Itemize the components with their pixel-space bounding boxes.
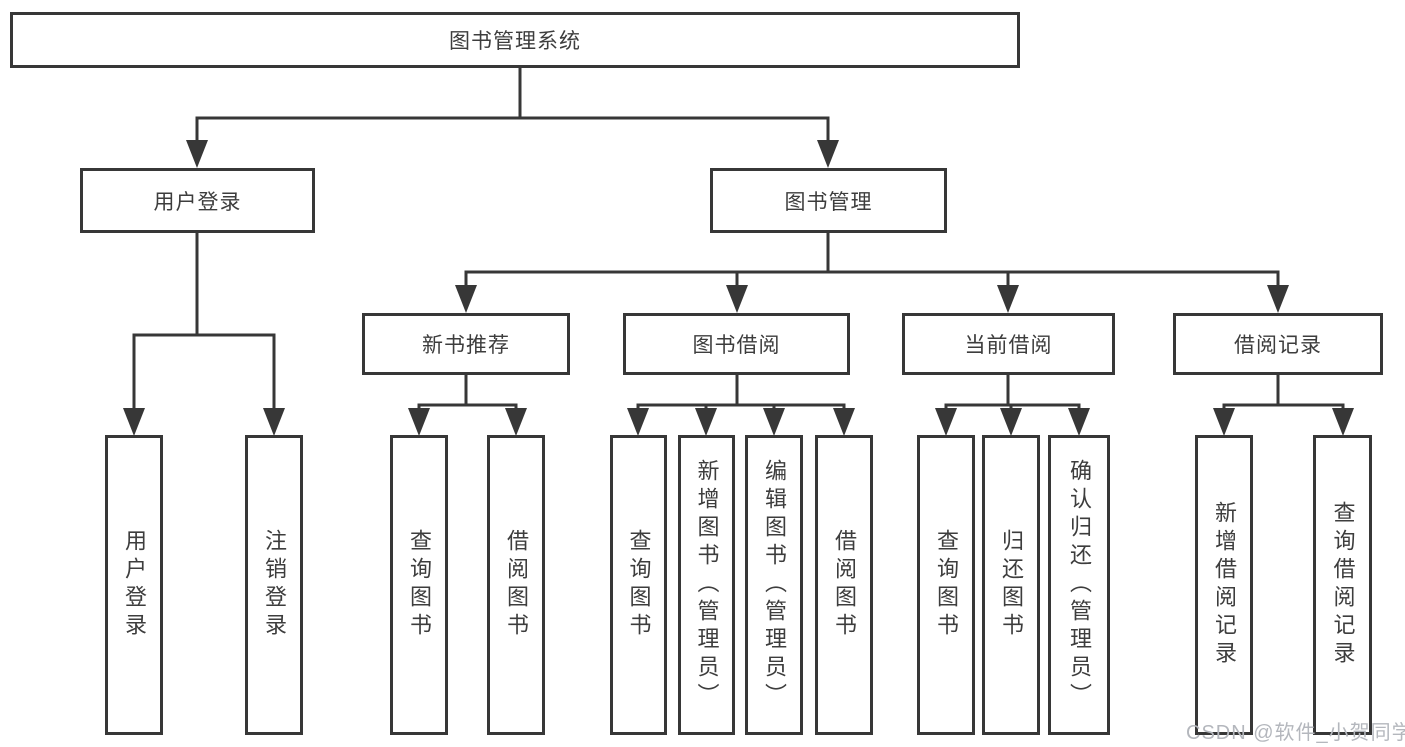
node-label: 编辑图书（管理员） [762, 459, 787, 711]
node-borrowing-records: 借阅记录 [1173, 313, 1383, 375]
leaf-query-borrow-record: 查询借阅记录 [1313, 435, 1372, 735]
leaf-query-books-2: 查询图书 [610, 435, 667, 735]
node-label: 借阅记录 [1234, 334, 1322, 357]
leaf-add-borrow-record: 新增借阅记录 [1195, 435, 1253, 735]
node-label: 新增图书（管理员） [694, 459, 720, 711]
leaf-query-books-1: 查询图书 [390, 435, 448, 735]
arrowheads-current-borrow-leaves [935, 408, 1090, 436]
leaf-query-books-3: 查询图书 [917, 435, 975, 735]
node-book-borrowing: 图书借阅 [623, 313, 850, 375]
connector-book-mgmt-to-level3 [464, 233, 1280, 287]
connector-current-borrow-to-leaves [944, 375, 1081, 409]
node-label: 查询图书 [626, 529, 652, 641]
node-user-login: 用户登录 [80, 168, 315, 233]
node-label: 归还图书 [999, 529, 1024, 641]
node-library-management-system: 图书管理系统 [10, 12, 1020, 68]
node-label: 注销登录 [262, 529, 287, 641]
node-label: 图书借阅 [692, 334, 781, 357]
node-label: 用户登录 [122, 529, 147, 641]
leaf-add-books-admin: 新增图书（管理员） [678, 435, 735, 735]
node-label: 查询借阅记录 [1330, 501, 1356, 669]
leaf-confirm-return-admin: 确认归还（管理员） [1048, 435, 1110, 735]
leaf-user-login: 用户登录 [105, 435, 163, 735]
connector-book-borrow-to-leaves [636, 375, 846, 409]
node-label: 当前借阅 [964, 334, 1053, 357]
node-label: 图书管理系统 [449, 30, 581, 53]
node-label: 图书管理 [784, 190, 873, 214]
node-label: 借阅图书 [832, 529, 857, 641]
arrowheads-new-book-rec-leaves [408, 408, 527, 436]
leaf-edit-books-admin: 编辑图书（管理员） [745, 435, 803, 735]
leaf-return-books: 归还图书 [982, 435, 1040, 735]
arrowheads-user-login-leaves [123, 408, 285, 436]
leaf-borrow-books-1: 借阅图书 [487, 435, 545, 735]
node-label: 新书推荐 [422, 334, 510, 357]
connector-root-to-level2 [195, 68, 830, 142]
leaf-borrow-books-2: 借阅图书 [815, 435, 873, 735]
node-label: 查询图书 [934, 529, 959, 641]
node-label: 确认归还（管理员） [1067, 459, 1092, 711]
arrowheads-book-borrow-leaves [627, 408, 855, 436]
csdn-watermark: CSDN @软件_小贺同学 [1186, 722, 1405, 744]
connector-borrow-records-to-leaves [1222, 375, 1345, 409]
node-current-borrowing: 当前借阅 [902, 313, 1115, 375]
node-label: 新增借阅记录 [1212, 501, 1237, 669]
arrowheads-level2 [186, 140, 839, 168]
connector-new-book-rec-to-leaves [417, 375, 518, 409]
arrowheads-level3 [455, 285, 1289, 313]
arrowheads-borrow-records-leaves [1213, 408, 1354, 436]
node-label: 借阅图书 [504, 529, 529, 641]
node-book-management: 图书管理 [710, 168, 947, 233]
node-label: 用户登录 [153, 190, 242, 214]
connector-user-login-to-leaves [132, 233, 276, 409]
node-label: 查询图书 [407, 529, 432, 641]
leaf-logout: 注销登录 [245, 435, 303, 735]
node-new-book-recommendation: 新书推荐 [362, 313, 570, 375]
